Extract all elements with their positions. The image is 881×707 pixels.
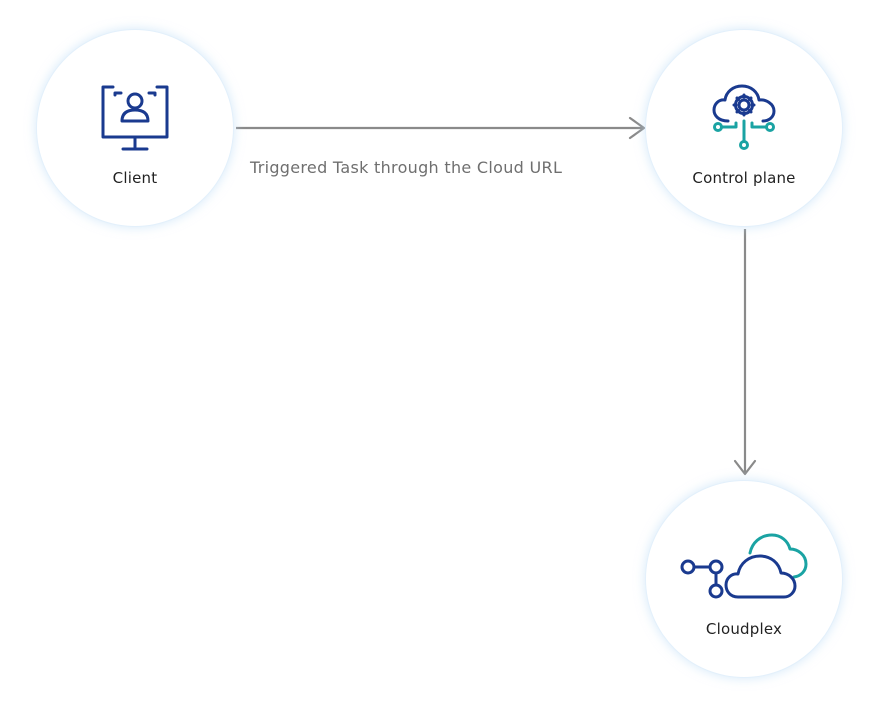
edge-control-plane-to-cloudplex: [733, 229, 757, 476]
node-label: Control plane: [692, 169, 796, 187]
cloud-gear-circuit-icon: [708, 83, 780, 155]
edge-label-client-to-control-plane: Triggered Task through the Cloud URL: [250, 158, 563, 177]
node-control-plane[interactable]: Control plane: [646, 30, 842, 226]
arrowhead-right: [628, 116, 646, 140]
arrowhead-down: [733, 459, 757, 476]
node-client[interactable]: Client: [37, 30, 233, 226]
node-label: Cloudplex: [705, 620, 783, 638]
node-cloudplex[interactable]: Cloudplex: [646, 481, 842, 677]
node-label: Client: [112, 169, 158, 187]
monitor-user-icon: [99, 83, 171, 157]
cloud-network-icon: [676, 531, 812, 605]
edge-client-to-control-plane: [236, 116, 646, 140]
